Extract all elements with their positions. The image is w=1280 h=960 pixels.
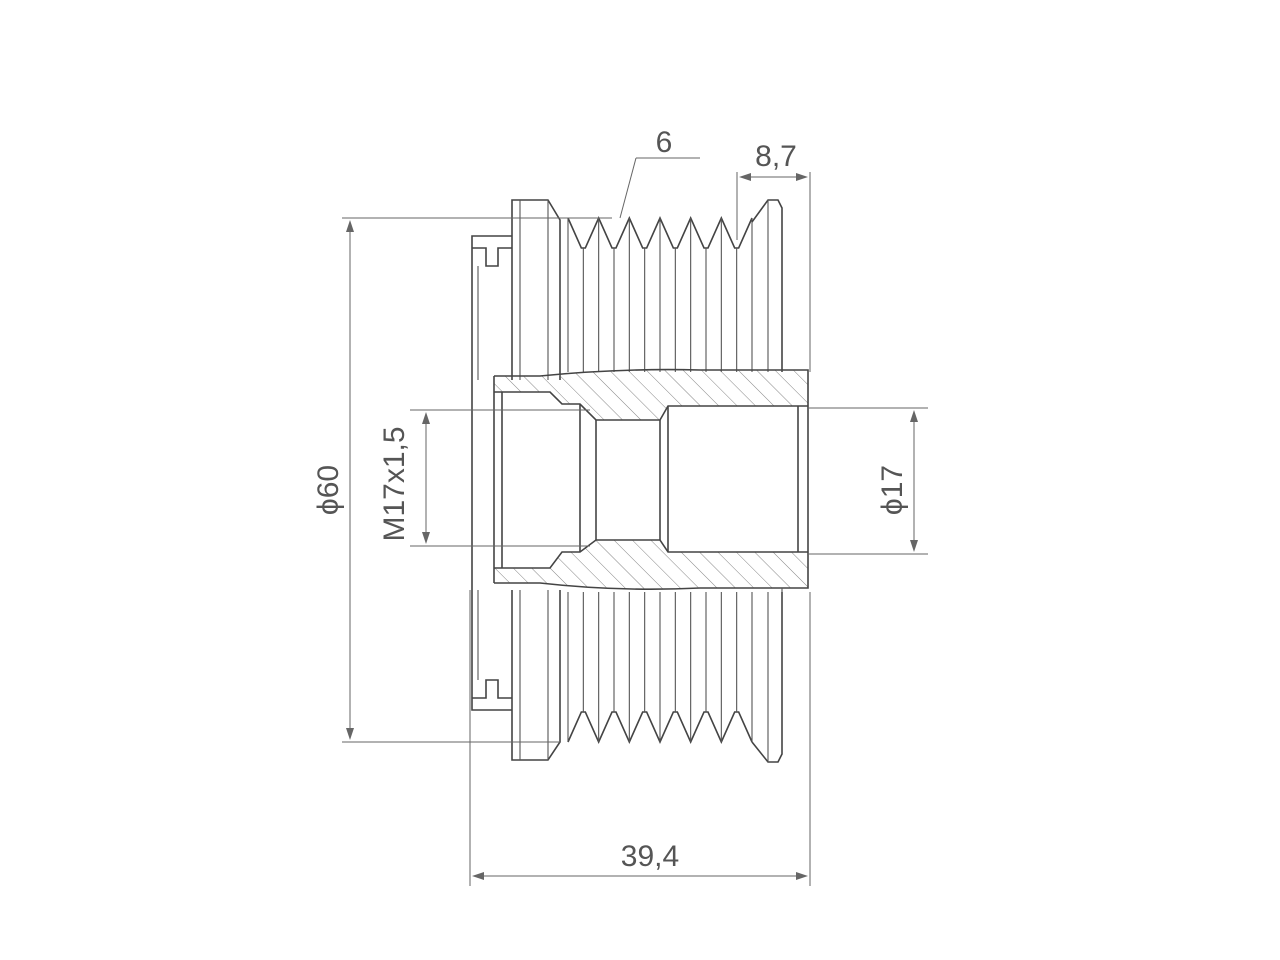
outer-diameter-label: ϕ60 bbox=[312, 465, 345, 515]
dimension-outer-diameter: ϕ60 bbox=[312, 217, 612, 743]
groove-count-label: 6 bbox=[656, 126, 673, 159]
dimension-bore-diameter: ϕ17 bbox=[808, 407, 928, 555]
thread-label: M17x1,5 bbox=[378, 426, 411, 541]
dimension-flange-width: 8,7 bbox=[736, 140, 811, 372]
bore-diameter-label: ϕ17 bbox=[876, 465, 909, 515]
overall-length-label: 39,4 bbox=[621, 840, 679, 873]
flange-width-label: 8,7 bbox=[755, 140, 797, 173]
dimension-groove-count: 6 bbox=[619, 126, 700, 219]
hub-section bbox=[493, 368, 809, 592]
left-flange bbox=[511, 199, 561, 761]
left-hub bbox=[471, 235, 512, 711]
poly-v-grooves bbox=[567, 216, 753, 744]
right-flange bbox=[751, 199, 783, 763]
dimension-overall-length: 39,4 bbox=[469, 590, 811, 886]
dimension-thread: M17x1,5 bbox=[378, 409, 590, 547]
